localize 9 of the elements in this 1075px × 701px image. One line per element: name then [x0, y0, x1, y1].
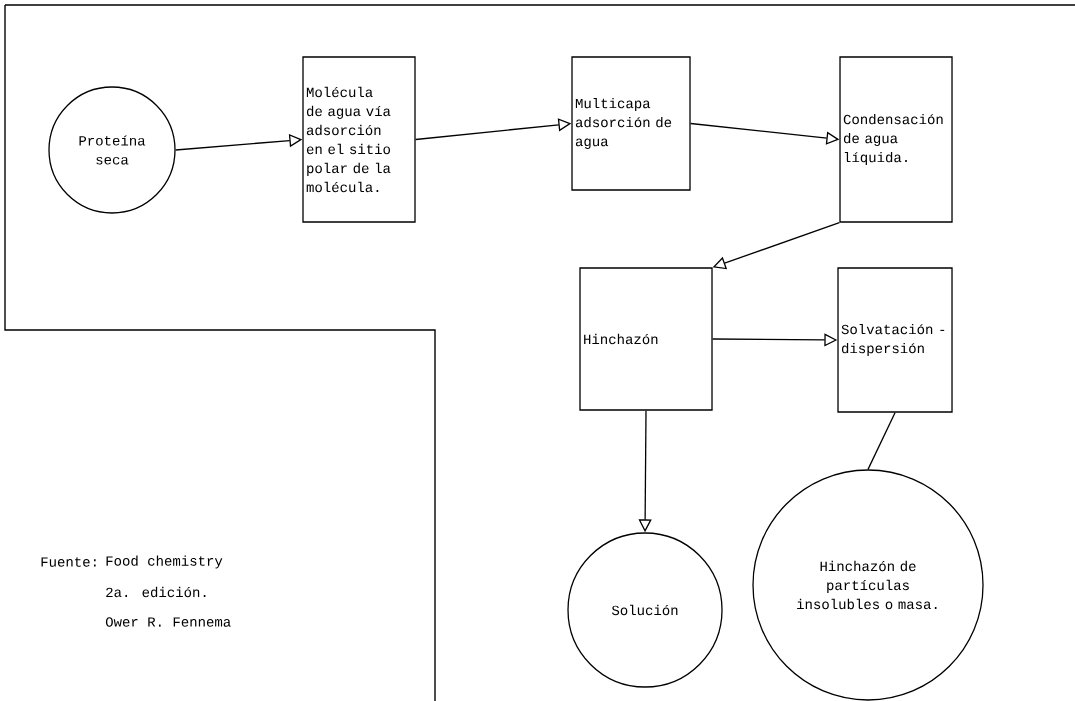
- process-box: Multicapa adsorción de agua: [571, 56, 691, 191]
- process-box: Molécula de agua vía adsorción en el sitio polar de la molécula.: [302, 56, 416, 223]
- source-note: Food chemistry: [106, 555, 223, 569]
- process-box: Hinchazón: [579, 267, 713, 411]
- source-note: 2a. edición.: [106, 586, 206, 598]
- source-note: Fuente:: [41, 557, 96, 567]
- process-box: Solvatación - dispersión: [837, 267, 953, 413]
- process-box: Condensación de agua líquida.: [839, 56, 953, 223]
- source-note: Ower R. Fennema: [105, 617, 231, 627]
